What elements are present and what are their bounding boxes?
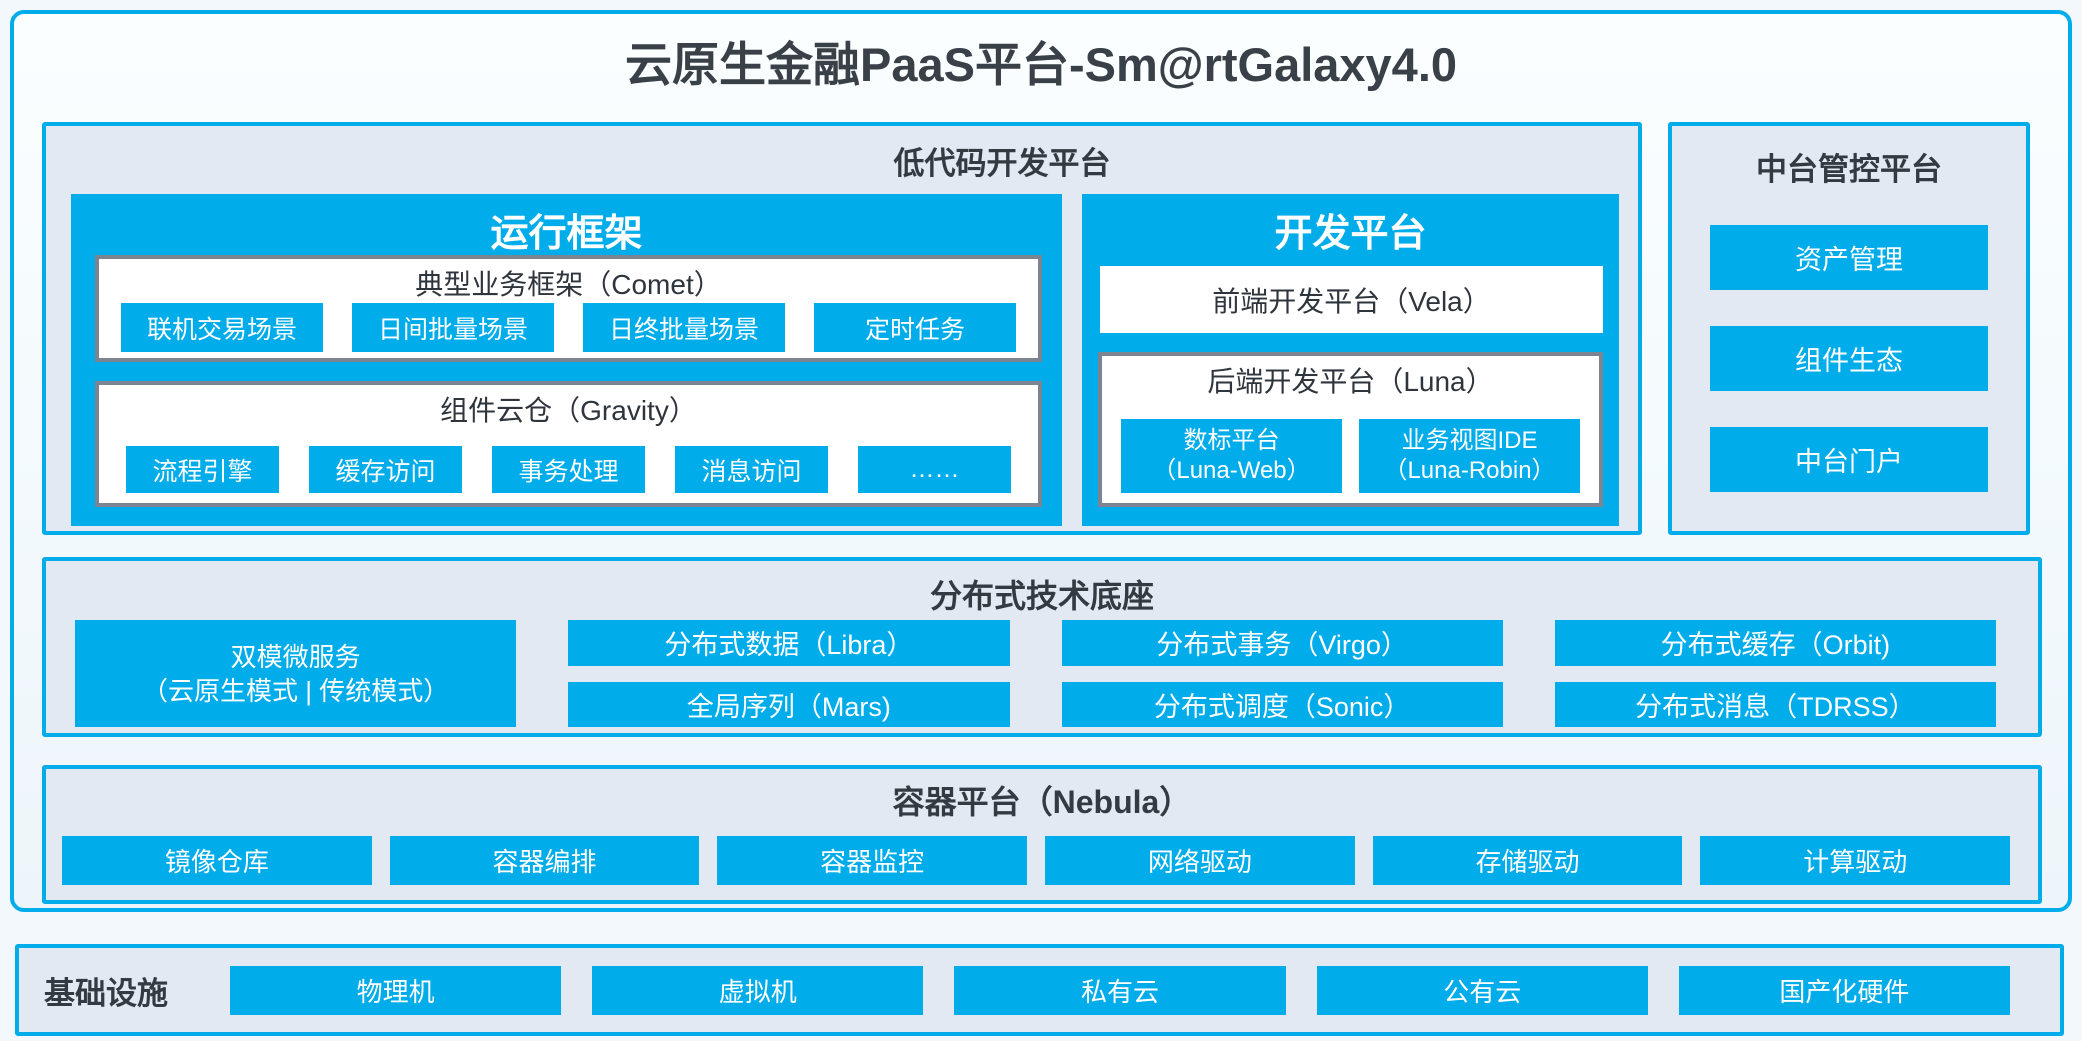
distributed-grid: 双模微服务 （云原生模式 | 传统模式） 分布式数据（Libra） 全局序列（M… bbox=[75, 620, 1996, 727]
gravity-items-row: 流程引擎 缓存访问 事务处理 消息访问 …… bbox=[99, 446, 1038, 493]
dual-mode-line1: 双模微服务 bbox=[230, 641, 361, 672]
container-item: 计算驱动 bbox=[1700, 836, 2011, 885]
dual-mode-line2: （云原生模式 | 传统模式） bbox=[142, 675, 450, 706]
runtime-framework-panel: 运行框架 典型业务框架（Comet） 联机交易场景 日间批量场景 日终批量场景 … bbox=[71, 194, 1062, 526]
luna-items-row: 数标平台 （Luna-Web） 业务视图IDE （Luna-Robin） bbox=[1102, 419, 1599, 493]
container-item: 存储驱动 bbox=[1372, 836, 1683, 885]
comet-title: 典型业务框架（Comet） bbox=[415, 269, 722, 300]
gravity-item-ellipsis: …… bbox=[858, 446, 1011, 493]
lowcode-platform-title: 低代码开发平台 bbox=[893, 146, 1111, 181]
comet-item: 定时任务 bbox=[814, 303, 1016, 352]
distributed-base-section: 分布式技术底座 双模微服务 （云原生模式 | 传统模式） 分布式数据（Libra… bbox=[42, 557, 2042, 737]
luna-box: 后端开发平台（Luna） 数标平台 （Luna-Web） 业务视图IDE （Lu… bbox=[1098, 352, 1603, 507]
distributed-item: 全局序列（Mars) bbox=[568, 681, 1010, 727]
dual-mode-microservice-box: 双模微服务 （云原生模式 | 传统模式） bbox=[75, 620, 517, 727]
distributed-item: 分布式调度（Sonic） bbox=[1061, 681, 1503, 727]
luna-item-line2: （Luna-Robin） bbox=[1383, 457, 1556, 484]
comet-box: 典型业务框架（Comet） 联机交易场景 日间批量场景 日终批量场景 定时任务 bbox=[95, 255, 1042, 362]
gravity-title: 组件云仓（Gravity） bbox=[440, 395, 697, 426]
distributed-base-title: 分布式技术底座 bbox=[929, 578, 1154, 614]
infrastructure-item: 虚拟机 bbox=[592, 965, 924, 1015]
comet-item: 日终批量场景 bbox=[583, 303, 785, 352]
runtime-framework-title: 运行框架 bbox=[490, 213, 643, 255]
container-items-row: 镜像仓库 容器编排 容器监控 网络驱动 存储驱动 计算驱动 bbox=[62, 836, 2011, 885]
container-item: 容器编排 bbox=[389, 836, 700, 885]
luna-item: 数标平台 （Luna-Web） bbox=[1121, 419, 1342, 493]
container-platform-section: 容器平台（Nebula） 镜像仓库 容器编排 容器监控 网络驱动 存储驱动 计算… bbox=[42, 765, 2042, 904]
distributed-column: 分布式事务（Virgo） 分布式调度（Sonic） bbox=[1061, 620, 1503, 727]
mid-platform-item: 资产管理 bbox=[1710, 225, 1988, 290]
mid-platform-item: 中台门户 bbox=[1710, 427, 1988, 492]
vela-box: 前端开发平台（Vela） bbox=[1100, 266, 1603, 333]
distributed-item: 分布式数据（Libra） bbox=[568, 620, 1010, 666]
infrastructure-section: 基础设施 物理机 虚拟机 私有云 公有云 国产化硬件 bbox=[15, 944, 2064, 1036]
comet-item: 联机交易场景 bbox=[121, 303, 323, 352]
gravity-item: 流程引擎 bbox=[126, 446, 279, 493]
distributed-column: 分布式缓存（Orbit) 分布式消息（TDRSS） bbox=[1554, 620, 1996, 727]
luna-item-line2: （Luna-Web） bbox=[1152, 457, 1311, 484]
distributed-item: 分布式缓存（Orbit) bbox=[1554, 620, 1996, 666]
luna-item-line1: 业务视图IDE bbox=[1401, 427, 1538, 454]
gravity-item: 事务处理 bbox=[492, 446, 645, 493]
mid-platform-section: 中台管控平台 资产管理 组件生态 中台门户 bbox=[1668, 122, 2030, 535]
infrastructure-label: 基础设施 bbox=[44, 975, 168, 1011]
mid-platform-items: 资产管理 组件生态 中台门户 bbox=[1710, 225, 1988, 492]
distributed-item: 分布式事务（Virgo） bbox=[1061, 620, 1503, 666]
page-title: 云原生金融PaaS平台-Sm@rtGalaxy4.0 bbox=[624, 38, 1458, 91]
distributed-column: 分布式数据（Libra） 全局序列（Mars) bbox=[568, 620, 1010, 727]
infrastructure-item: 物理机 bbox=[230, 965, 562, 1015]
dev-platform-title: 开发平台 bbox=[1274, 213, 1427, 255]
mid-platform-item: 组件生态 bbox=[1710, 326, 1988, 391]
gravity-item: 缓存访问 bbox=[309, 446, 462, 493]
container-item: 镜像仓库 bbox=[62, 836, 372, 885]
container-item: 容器监控 bbox=[717, 836, 1028, 885]
luna-item-line1: 数标平台 bbox=[1183, 427, 1280, 454]
mid-platform-title: 中台管控平台 bbox=[1756, 152, 1942, 187]
comet-items-row: 联机交易场景 日间批量场景 日终批量场景 定时任务 bbox=[99, 303, 1038, 352]
luna-title: 后端开发平台（Luna） bbox=[1207, 366, 1494, 397]
gravity-item: 消息访问 bbox=[675, 446, 828, 493]
comet-item: 日间批量场景 bbox=[352, 303, 554, 352]
infrastructure-item: 私有云 bbox=[954, 965, 1286, 1015]
container-platform-title: 容器平台（Nebula） bbox=[892, 784, 1192, 820]
infrastructure-item: 国产化硬件 bbox=[1678, 965, 2011, 1015]
infrastructure-item: 公有云 bbox=[1316, 965, 1648, 1015]
distributed-item: 分布式消息（TDRSS） bbox=[1554, 681, 1996, 727]
lowcode-platform-section: 低代码开发平台 运行框架 典型业务框架（Comet） 联机交易场景 日间批量场景… bbox=[42, 122, 1642, 535]
dev-platform-panel: 开发平台 前端开发平台（Vela） 后端开发平台（Luna） 数标平台 （Lun… bbox=[1082, 194, 1619, 526]
luna-item: 业务视图IDE （Luna-Robin） bbox=[1359, 419, 1580, 493]
container-item: 网络驱动 bbox=[1045, 836, 1355, 885]
gravity-box: 组件云仓（Gravity） 流程引擎 缓存访问 事务处理 消息访问 …… bbox=[95, 381, 1042, 507]
